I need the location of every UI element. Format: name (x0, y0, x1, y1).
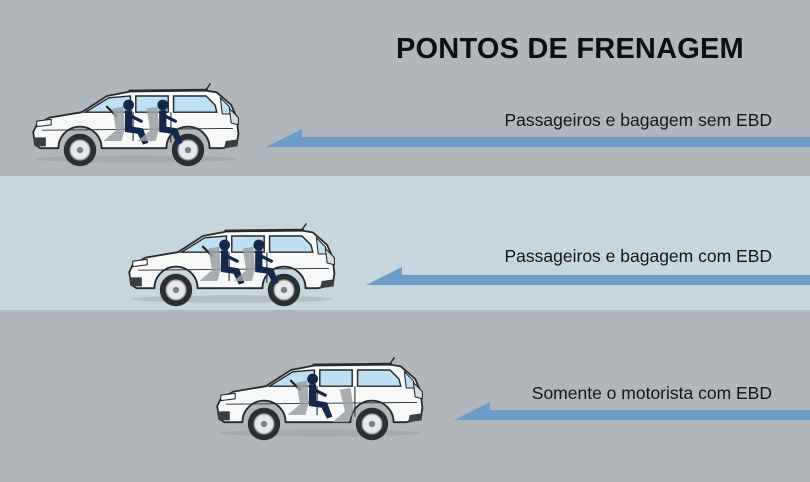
scenario-label-3: Somente o motorista com EBD (531, 383, 772, 403)
arrow-left-icon (366, 267, 810, 285)
scenario-label-2: Passageiros e bagagem com EBD (504, 246, 773, 266)
suv-side-view-icon (128, 222, 336, 308)
empty-seat-icon (332, 388, 354, 423)
suv-side-view-icon (216, 356, 424, 442)
arrow-left-icon (266, 129, 810, 147)
suv-side-view-icon (32, 82, 240, 168)
diagram-title: PONTOS DE FRENAGEM (396, 33, 744, 65)
scenario-label-1: Passageiros e bagagem sem EBD (504, 110, 773, 130)
arrow-left-icon (454, 402, 810, 420)
